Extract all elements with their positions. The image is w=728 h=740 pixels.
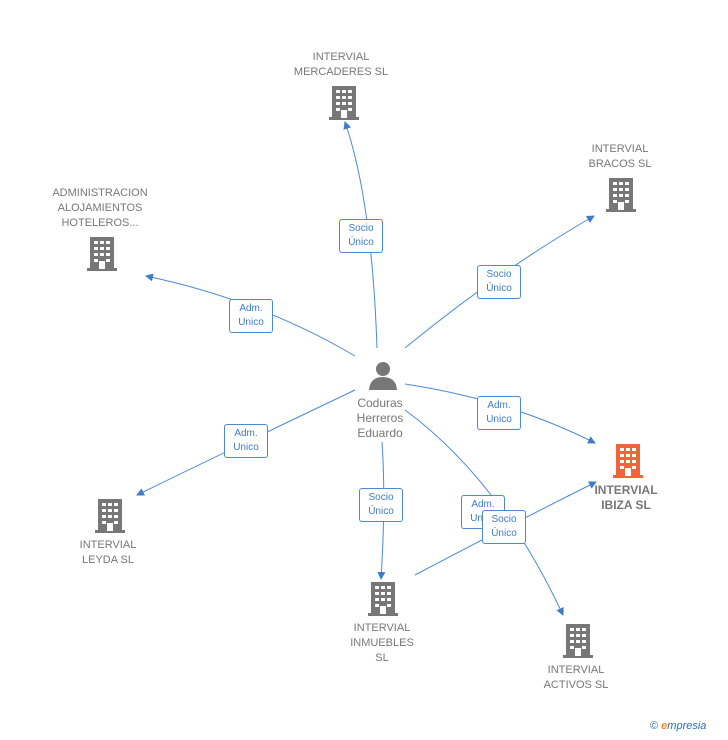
footer-brand[interactable]: © empresia: [650, 720, 706, 732]
person-icon[interactable]: [368, 360, 398, 390]
building-icon[interactable]: [368, 582, 398, 616]
building-icon[interactable]: [87, 237, 117, 271]
relation-label-ibiza: Adm. Unico: [477, 396, 521, 430]
building-icon[interactable]: [95, 499, 125, 533]
brand-initial: e: [661, 720, 668, 732]
relation-label-bracos: Socio Único: [477, 265, 521, 299]
brand-name: mpresia: [667, 720, 707, 732]
person-name[interactable]: Coduras Herreros Eduardo: [356, 396, 404, 440]
company-label-inmuebles[interactable]: INTERVIAL INMUEBLES SL: [350, 622, 414, 664]
company-label-mercaderes[interactable]: INTERVIAL MERCADERES SL: [293, 51, 389, 78]
relation-label-inmuebles: Socio Único: [359, 488, 403, 522]
company-label-leyda[interactable]: INTERVIAL LEYDA SL: [79, 539, 137, 566]
relation-label-mercaderes: Socio Único: [339, 219, 383, 253]
relation-label-administracion: Adm. Unico: [229, 299, 273, 333]
relation-label-inmuebles-ibiza: Socio Único: [482, 510, 526, 544]
company-label-ibiza[interactable]: INTERVIAL IBIZA SL: [594, 483, 658, 512]
building-icon[interactable]: [563, 624, 593, 658]
relation-label-leyda: Adm. Unico: [224, 424, 268, 458]
company-label-bracos[interactable]: INTERVIAL BRACOS SL: [588, 143, 652, 170]
building-icon[interactable]: [329, 86, 359, 120]
building-icon-highlighted[interactable]: [613, 444, 643, 478]
company-label-administracion[interactable]: ADMINISTRACION ALOJAMIENTOS HOTELEROS...: [52, 187, 148, 229]
building-icon[interactable]: [606, 178, 636, 212]
copyright-icon: ©: [650, 720, 659, 732]
edge-mercaderes: [343, 121, 378, 349]
company-label-activos[interactable]: INTERVIAL ACTIVOS SL: [543, 664, 609, 691]
